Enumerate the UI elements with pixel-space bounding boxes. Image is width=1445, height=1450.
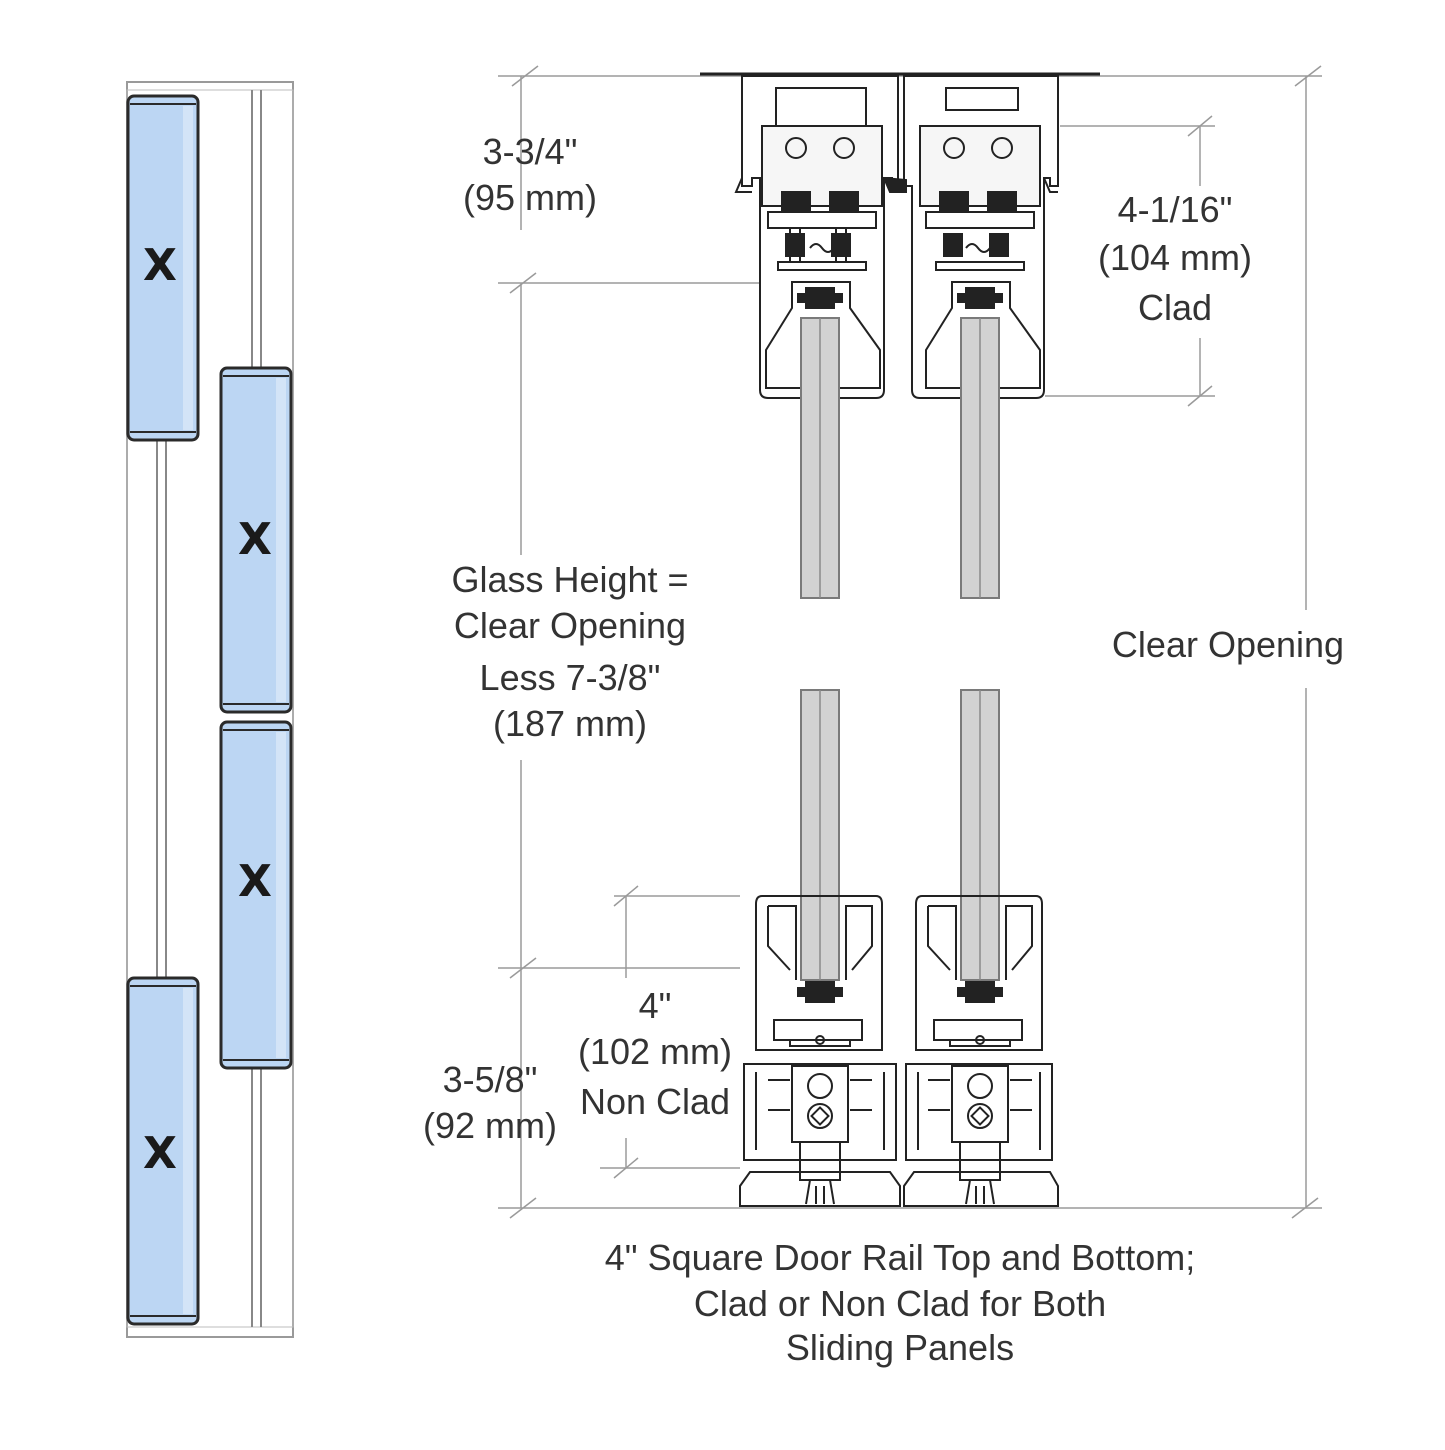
panel-mark: X xyxy=(238,856,272,907)
top-rail-assembly xyxy=(882,75,1059,599)
bottom-rail-metric: (92 mm) xyxy=(423,1105,557,1146)
top-rail-metric: (95 mm) xyxy=(463,177,597,218)
glass-panel xyxy=(126,976,200,1326)
glass-height-line3: Less 7-3/8" xyxy=(479,657,661,698)
non-clad-note: Non Clad xyxy=(579,1081,731,1122)
bottom-rail-assembly xyxy=(739,689,901,1207)
panel-mark: X xyxy=(238,514,272,565)
bottom-rail-assembly xyxy=(903,689,1059,1207)
caption-line1: 4" Square Door Rail Top and Bottom; xyxy=(604,1237,1196,1278)
clad-rail-note: Clad xyxy=(1137,287,1213,328)
glass-panel xyxy=(219,366,293,714)
plan-view xyxy=(126,81,294,1338)
non-clad-imperial: 4" xyxy=(638,985,672,1026)
panel-mark: X xyxy=(143,1128,177,1179)
glass-panel xyxy=(126,94,200,442)
glass-height-line2: Clear Opening xyxy=(453,605,687,646)
plan-frame-inner xyxy=(126,89,294,1328)
non-clad-metric: (102 mm) xyxy=(577,1031,733,1072)
caption-line3: Sliding Panels xyxy=(785,1327,1015,1368)
bottom-rail-imperial: 3-5/8" xyxy=(442,1059,538,1100)
clad-rail-imperial: 4-1/16" xyxy=(1117,189,1233,230)
glass-height-line1: Glass Height = xyxy=(451,559,689,600)
panel-mark: X xyxy=(143,240,177,291)
clad-rail-metric: (104 mm) xyxy=(1097,237,1253,278)
glass-panel xyxy=(219,720,293,1070)
glass-height-metric: (187 mm) xyxy=(492,703,648,744)
caption-line2: Clad or Non Clad for Both xyxy=(693,1283,1107,1324)
top-rail-imperial: 3-3/4" xyxy=(482,131,578,172)
top-rail-assembly xyxy=(700,72,1100,599)
clear-opening-label: Clear Opening xyxy=(1111,624,1345,665)
